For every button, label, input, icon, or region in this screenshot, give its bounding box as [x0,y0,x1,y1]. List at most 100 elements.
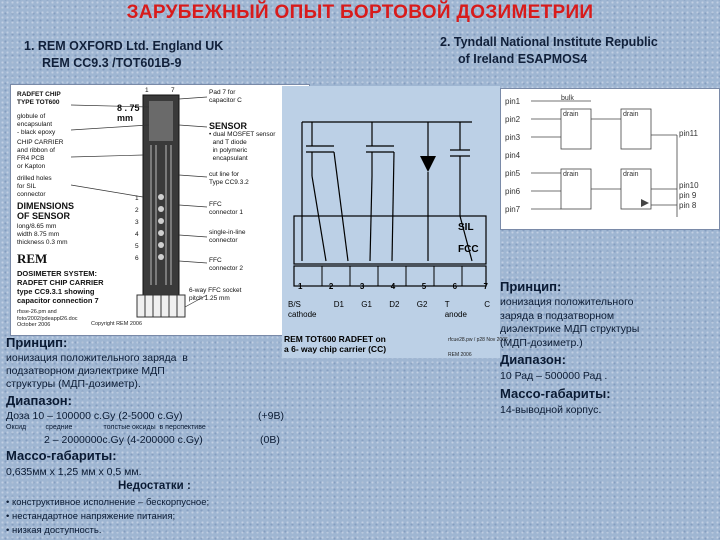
flaw-item: • низкая доступность. [6,525,102,536]
source-1-heading: 1. REM OXFORD Ltd. England UK REM CC9.3 … [24,38,223,72]
pad-number-7: 7 [171,87,175,94]
left-range-1-voltage: (+9В) [258,410,284,422]
esapmos4-schematic: pin1 pin2 pin3 pin4 pin5 pin6 pin7 pin11… [500,88,720,230]
label-ffc-socket: 6-way FFC socket pitch 1.25 mm [189,287,242,302]
label-sil: single-in-line connector [209,229,246,244]
schematic-pin: pin10 [679,181,699,190]
schematic-pin: pin4 [505,151,521,160]
label-sensor-desc: • dual MOSFET sensor and T diode in poly… [209,131,276,162]
circuit-pin: 4 [390,282,396,291]
circuit-pin-label: C [484,300,490,309]
radfet-circuit-diagram [293,121,487,287]
schematic-pin: pin 9 [679,191,697,200]
pin-numbers: 1 2 3 4 5 6 [135,193,139,265]
label-sensor: SENSOR [209,121,248,131]
schematic-pin: pin7 [505,205,521,214]
figure-copyright: Copyright REM 2006 [91,321,143,327]
circuit-pin: 6 [452,282,458,291]
label-globule: globule of encapsulant - black epoxy [17,113,56,136]
left-mass-text: 0,635мм х 1,25 мм х 0,5 мм. [6,466,142,478]
source-2-line1: 2. Tyndall National Institute Republic [440,35,658,49]
label-chip-carrier: CHIP CARRIER and ribbon of FR4 PCB or Ka… [17,139,64,170]
rem-sensor-figure: RADFET CHIP TYPE TOT600 globule of encap… [10,84,310,336]
circuit-pin-label: D2 [389,300,400,309]
right-mass-header: Массо-габариты: [500,386,611,401]
circuit-ref: rfcue28.pw / p28 Nov 2006 [448,337,508,343]
label-cutline: cut line for Type CC9.3.2 [209,171,249,186]
schematic-pin: pin2 [505,115,521,124]
pin-number: 2 [135,207,139,214]
schematic-pin: pin3 [505,133,521,142]
left-range-header: Диапазон: [6,393,72,408]
schematic-pins-right: pin11 pin10 pin 9 pin 8 [679,129,699,211]
left-range-2-voltage: (0В) [260,434,280,446]
label-drilled: drilled holes for SIL connector [17,175,52,198]
circuit-pin: 3 [359,282,365,291]
chip-carrier-drawing [70,94,208,318]
rem-logo: REM [17,251,48,266]
label-width: 8 . 75 mm [117,103,140,123]
schematic-label: drain [623,111,639,118]
circuit-pin-numbers: 1 2 3 4 5 6 7 [298,282,488,291]
source-2-heading: 2. Tyndall National Institute Republic o… [440,34,658,68]
schematic-label: drain [563,111,579,118]
circuit-pin: 5 [421,282,427,291]
left-range-2: 2 – 2000000c.Gy (4-200000 c.Gy) [44,434,203,446]
right-range-header: Диапазон: [500,352,566,367]
left-principle-text: ионизация положительного заряда в подзат… [6,352,188,390]
left-oxide-note: Оксид средние толстые оксиды в перспекти… [6,424,206,431]
label-dims-values: long/8.65 mm width 8.75 mm thickness 0.3… [17,223,68,246]
figure-footer: rfsse-26.pm and foto/2002/pdeappl26.doc … [17,309,78,328]
left-mass-header: Массо-габариты: [6,448,117,463]
circuit-pin: 7 [483,282,488,291]
source-1-line2: REM CC9.3 /TOT601B-9 [42,56,182,70]
label-sil-block: SIL [458,222,474,233]
label-pad: Pad 7 for capacitor C [209,89,242,104]
schematic-pin: pin6 [505,187,521,196]
left-range-1: Доза 10 – 100000 c.Gy (2-5000 c.Gy) [6,410,183,422]
right-mass-text: 14-выводной корпус. [500,404,602,416]
label-ffc2: FFC connector 2 [209,257,243,272]
source-1-line1: 1. REM OXFORD Ltd. England UK [24,39,224,53]
flaw-item: • конструктивное исполнение – бескорпусн… [6,497,210,508]
circuit-caption: REM TOT600 RADFET on a 6- way chip carri… [284,334,387,354]
circuit-pin-label: T anode [444,300,467,319]
circuit-pin-label: G1 [361,300,372,309]
schematic-pin: pin5 [505,169,521,178]
schematic-label: drain [563,171,579,178]
label-fcc: FCC [458,244,479,255]
right-range-text: 10 Рад – 500000 Рад . [500,370,608,382]
label-dosimeter: DOSIMETER SYSTEM: RADFET CHIP CARRIER ty… [17,269,104,305]
schematic-label: drain [623,171,639,178]
page-title: ЗАРУБЕЖНЫЙ ОПЫТ БОРТОВОЙ ДОЗИМЕТРИИ [126,2,594,23]
label-ffc1: FFC connector 1 [209,201,243,216]
circuit-pin-labels: B/S cathode D1 G1 D2 G2 T anode C [288,300,490,320]
flaw-item: • нестандартное напряжение питания; [6,511,176,522]
left-flaws-list: • конструктивное исполнение – бескорпусн… [6,496,209,538]
left-flaws-header: Недостатки : [118,480,191,492]
schematic-pins-left: pin1 pin2 pin3 pin4 pin5 pin6 pin7 [505,93,520,219]
schematic-label: bulk [561,95,574,102]
label-dimensions: DIMENSIONS OF SENSOR [17,201,75,221]
circuit-ref2: REM 2006 [448,352,472,358]
pad-number-1: 1 [145,87,149,94]
pin-number: 3 [135,219,139,226]
pin-number: 5 [135,243,139,250]
radfet-circuit-figure: SIL FCC 1 2 3 4 5 6 7 B/S cathode D1 G1 … [282,86,500,358]
right-principle-text: ионизация положительного заряда в подзат… [500,296,640,349]
schematic-pin: pin1 [505,97,521,106]
circuit-pin-label: G2 [416,300,428,309]
circuit-pin-label: B/S cathode [288,300,317,319]
left-principle-header: Принцип: [6,335,68,350]
pin-number: 6 [135,255,139,262]
schematic-pin: pin11 [679,129,698,138]
pin-number: 1 [135,195,139,202]
pin-number: 4 [135,231,139,238]
circuit-pin: 2 [328,282,334,291]
esapmos4-drawing [531,100,678,217]
schematic-pin: pin 8 [679,201,697,210]
label-radfet-chip: RADFET CHIP TYPE TOT600 [17,91,61,106]
circuit-pin-label: D1 [333,300,344,309]
source-2-line2: of Ireland ESAPMOS4 [458,52,588,66]
right-principle-header: Принцип: [500,279,562,294]
